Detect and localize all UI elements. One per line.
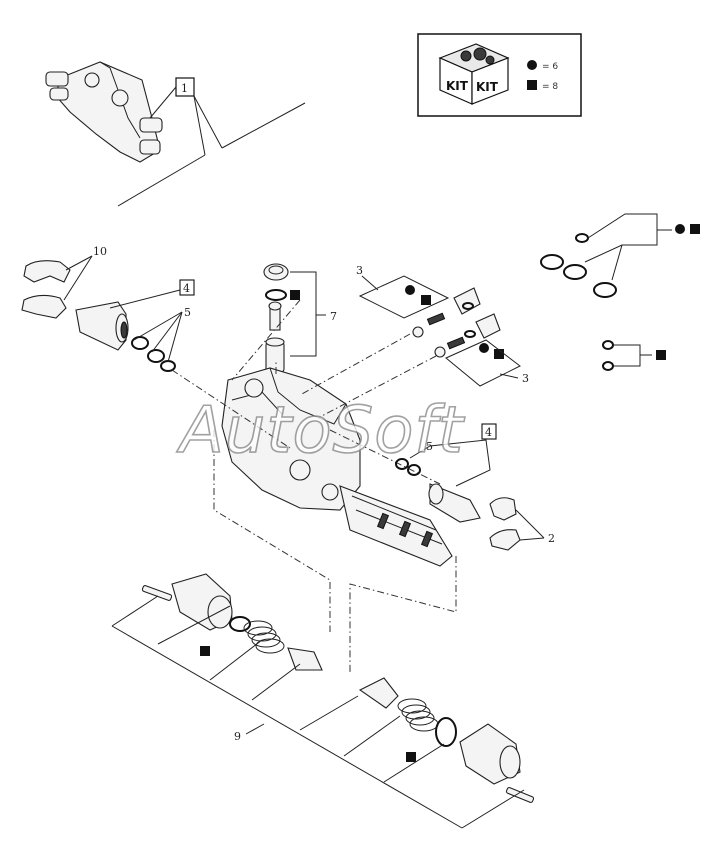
valve-assembly-thumbnail: 1 [45, 61, 306, 207]
watermark: AutoSoft [176, 394, 466, 468]
callout-check-valve-upper: 3 [356, 264, 363, 277]
square-marker-icon [656, 350, 666, 360]
kit-legend: KIT KIT = 6 = 8 [417, 33, 582, 117]
square-marker-icon [290, 290, 300, 300]
callout-seal-kit-center: 4 [485, 426, 492, 439]
callout-orings-left: 5 [184, 306, 191, 319]
circle-marker-icon [527, 60, 537, 70]
square-count: = 8 [542, 82, 558, 92]
assembly-ref-number: 1 [181, 82, 188, 95]
spool-end-right: 5 4 [395, 423, 497, 523]
seal-kit-ref-box [179, 279, 195, 296]
spring-cap-group-right [358, 677, 535, 803]
oring-group-upper-right [540, 213, 700, 298]
square-marker-icon [690, 224, 700, 234]
centerlines [171, 299, 457, 672]
callout-seal-kit-left: 4 [183, 282, 190, 295]
spool-end-left: 4 5 [75, 279, 195, 372]
circle-marker-icon [405, 285, 415, 295]
callout-check-valve-lower: 3 [522, 372, 529, 385]
plug-stack: 7 [263, 263, 337, 373]
kit-box-icon: KIT KIT [438, 43, 510, 105]
kit-label-left: KIT [446, 79, 469, 93]
check-valve-upper: 3 [356, 264, 481, 338]
square-marker-icon [494, 349, 504, 359]
square-marker-icon [421, 295, 431, 305]
square-marker-icon [527, 80, 537, 90]
oring-group-mid-right [602, 340, 666, 371]
square-marker-icon [406, 752, 416, 762]
callout-clips-right: 2 [548, 532, 555, 545]
callout-plug-group: 7 [330, 310, 337, 323]
clip-pair-left: 10 [21, 245, 107, 319]
spring-right [397, 698, 439, 732]
circle-marker-icon [675, 224, 685, 234]
group-9-bracket: 9 [111, 595, 525, 829]
seal-kit-ref-box-center [481, 423, 497, 440]
check-valve-lower: 3 [434, 313, 529, 387]
spring-left [243, 620, 285, 654]
callout-spring-group: 9 [234, 730, 241, 743]
circle-marker-icon [479, 343, 489, 353]
clip-pair-right: 2 [489, 497, 555, 551]
square-marker-icon [200, 646, 210, 656]
callout-clips-top: 10 [93, 245, 107, 258]
valve-body [221, 367, 453, 567]
spring-cap-group-left [141, 573, 323, 671]
kit-label-right: KIT [476, 80, 499, 94]
circle-count: = 6 [542, 62, 558, 72]
